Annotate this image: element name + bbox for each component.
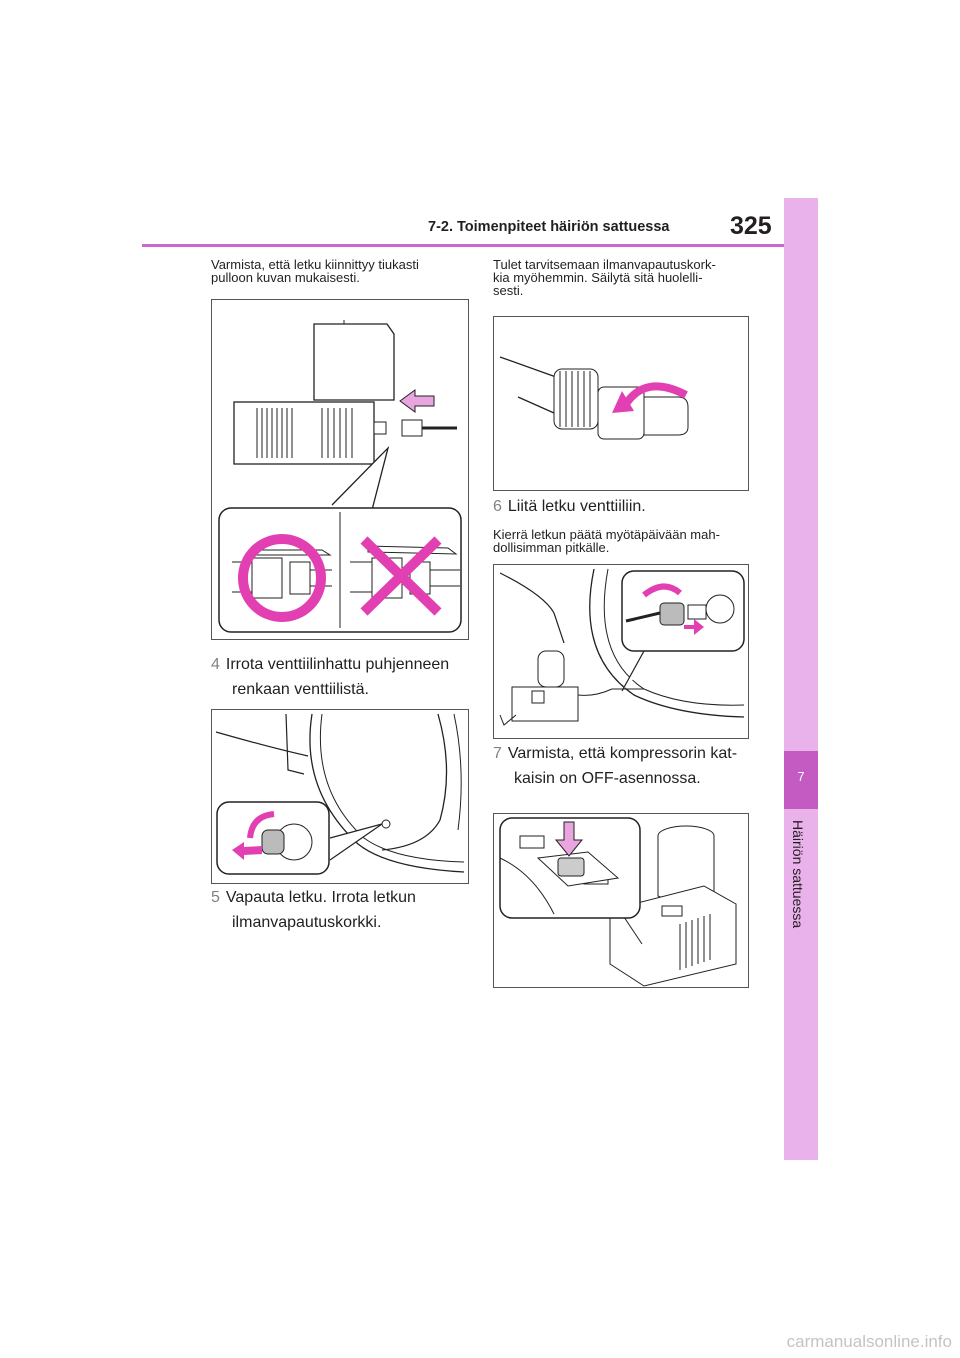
watermark: carmanualsonline.info	[786, 1332, 952, 1351]
header-rule	[142, 244, 786, 247]
hose-to-valve-illustration	[499, 568, 745, 726]
figure-valve-cap-removal	[211, 709, 469, 884]
figure-hose-bottle-connection	[211, 299, 469, 640]
figure-air-release-cap	[493, 316, 749, 491]
right-intro-text: Tulet tarvitsemaan ilmanvapautuskork- ki…	[493, 257, 716, 298]
hose-bottle-illustration	[218, 320, 462, 633]
left-intro-text: Varmista, että letku kiinnittyy tiukasti…	[211, 257, 419, 285]
compressor-switch-illustration	[499, 817, 737, 987]
chapter-title: Häiriön sattuessa	[790, 820, 806, 929]
step-6-note: Kierrä letkun päätä myötäpäivään mah- do…	[493, 527, 720, 555]
chapter-number: 7	[797, 769, 805, 784]
section-title: 7-2. Toimenpiteet häiriön sattuessa	[428, 219, 670, 235]
chapter-side-tab	[784, 198, 818, 1160]
page-number: 325	[730, 212, 772, 240]
valve-cap-illustration	[215, 713, 465, 875]
figure-hose-to-valve	[493, 564, 749, 739]
air-release-cap-illustration	[499, 356, 689, 440]
figure-compressor-switch	[493, 813, 749, 988]
chapter-number-box	[784, 751, 818, 809]
